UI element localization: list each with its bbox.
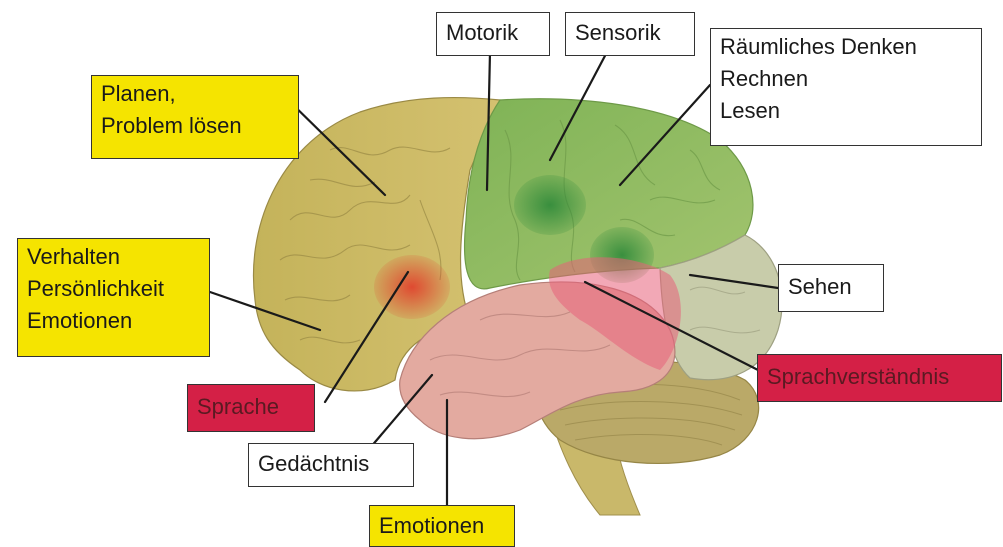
label-motorik: Motorik	[436, 12, 550, 56]
label-gedaechtnis: Gedächtnis	[248, 443, 414, 487]
motor-area	[514, 175, 586, 235]
label-sensorik: Sensorik	[565, 12, 695, 56]
label-raeumlich: Räumliches Denken Rechnen Lesen	[710, 28, 982, 146]
label-planen: Planen, Problem lösen	[91, 75, 299, 159]
label-verhalten: Verhalten Persönlichkeit Emotionen	[17, 238, 210, 357]
label-sehen: Sehen	[778, 264, 884, 312]
label-sprachverstaendnis: Sprachverständnis	[757, 354, 1002, 402]
label-sprache: Sprache	[187, 384, 315, 432]
label-emotionen: Emotionen	[369, 505, 515, 547]
